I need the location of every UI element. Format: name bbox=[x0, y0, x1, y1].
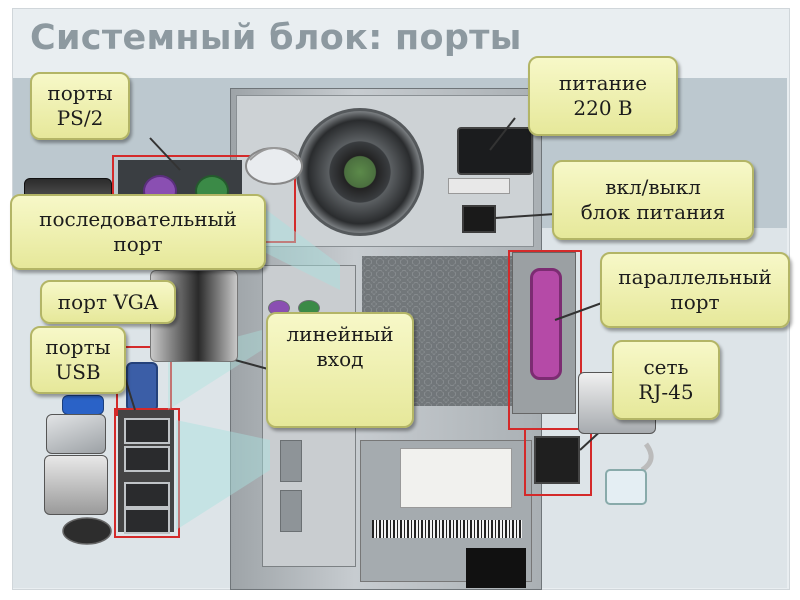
case-foot bbox=[466, 548, 526, 588]
usb-pointer bbox=[124, 377, 136, 411]
page-title: Системный блок: порты bbox=[30, 18, 522, 58]
usb-port bbox=[124, 508, 170, 534]
callout-power-switch: вкл/выкл блок питания bbox=[552, 160, 754, 240]
io-usb-port bbox=[280, 440, 302, 482]
mouse-icon bbox=[62, 517, 112, 545]
parallel-port bbox=[530, 268, 562, 380]
callout-line-in: линейный вход bbox=[266, 312, 414, 428]
callout-ps2: порты PS/2 bbox=[30, 72, 130, 140]
webcam-icon bbox=[62, 395, 104, 415]
switch-pointer bbox=[494, 213, 556, 219]
rj45-highlight bbox=[524, 428, 592, 496]
scanner-icon bbox=[46, 414, 106, 454]
power-socket bbox=[457, 127, 533, 175]
network-cable-icon bbox=[605, 442, 654, 505]
usb-beam bbox=[176, 420, 270, 530]
power-pointer bbox=[489, 117, 516, 151]
usb-highlight bbox=[114, 408, 180, 538]
ps2-pointer bbox=[149, 137, 181, 171]
io-usb-port bbox=[280, 490, 302, 532]
callout-usb: порты USB bbox=[30, 326, 126, 394]
callout-power: питание 220 В bbox=[528, 56, 678, 136]
callout-vga: порт VGA bbox=[40, 280, 176, 324]
barcode bbox=[372, 520, 522, 538]
callout-serial: последовательный порт bbox=[10, 194, 266, 270]
usb-port bbox=[124, 418, 170, 444]
rj45-port bbox=[534, 436, 580, 484]
callout-parallel: параллельный порт bbox=[600, 252, 790, 328]
mouse-icon bbox=[245, 147, 303, 185]
spec-sticker bbox=[400, 448, 512, 508]
power-switch bbox=[462, 205, 496, 233]
psu-label bbox=[448, 178, 510, 194]
callout-network: сеть RJ-45 bbox=[612, 340, 720, 420]
usb-port bbox=[124, 446, 170, 472]
usb-port bbox=[124, 482, 170, 508]
printer-icon bbox=[44, 455, 108, 515]
